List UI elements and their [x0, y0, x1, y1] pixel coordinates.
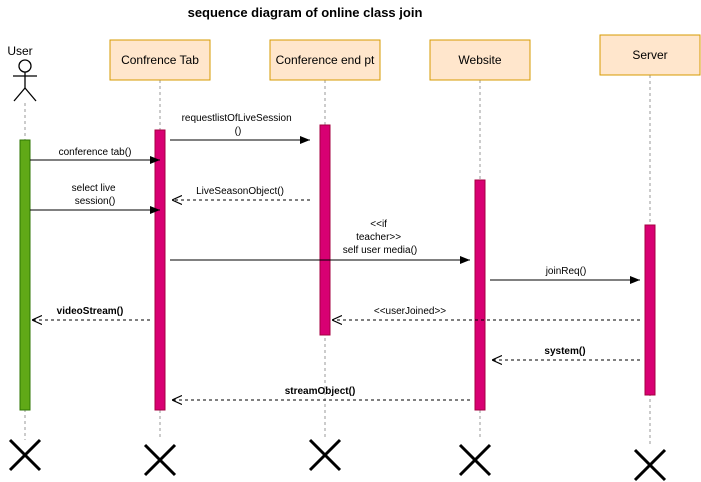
- participant-tab-label: Confrence Tab: [121, 53, 199, 67]
- activation-endpoint: [319, 124, 331, 336]
- participant-tab: Confrence Tab: [109, 39, 211, 81]
- destroy-marks: [8, 438, 667, 482]
- message-self-user-media: <<if teacher>> self user media(): [170, 219, 470, 264]
- participant-endpoint-label: Conference end pt: [276, 53, 375, 67]
- participant-website: Website: [429, 39, 531, 81]
- participant-website-label: Website: [458, 53, 501, 67]
- activation-tab: [154, 129, 166, 411]
- destroy-x-icon: [633, 448, 667, 482]
- message-label: <<if teacher>> self user media(): [343, 219, 417, 256]
- message-live-season-object: LiveSeasonObject(): [172, 186, 310, 200]
- participant-server-label: Server: [632, 48, 667, 62]
- message-request-list: requestlistOfLiveSession (): [170, 113, 310, 144]
- message-label: requestlistOfLiveSession (): [182, 113, 295, 137]
- message-label: streamObject(): [285, 386, 356, 397]
- actor-user-label: User: [7, 44, 32, 58]
- message-join-req: joinReq(): [490, 266, 640, 284]
- message-label: videoStream(): [57, 306, 124, 317]
- activation-website: [474, 179, 486, 411]
- message-video-stream: videoStream(): [32, 306, 150, 320]
- activation-user: [19, 139, 31, 411]
- message-label: joinReq(): [545, 266, 587, 277]
- message-conference-tab: conference tab(): [30, 147, 160, 164]
- message-user-joined: <<userJoined>>: [332, 306, 640, 320]
- participant-server: Server: [599, 34, 701, 76]
- actor-user: User: [7, 44, 37, 102]
- message-label: select live session(): [72, 183, 119, 207]
- message-label: conference tab(): [59, 147, 132, 158]
- destroy-x-icon: [143, 443, 177, 477]
- diagram-title: sequence diagram of online class join: [188, 5, 423, 20]
- destroy-x-icon: [458, 443, 492, 477]
- message-label: <<userJoined>>: [374, 306, 446, 317]
- destroy-x-icon: [8, 438, 42, 472]
- stick-figure-icon: [13, 59, 37, 102]
- destroy-x-icon: [308, 438, 342, 472]
- message-select-live-session: select live session(): [30, 183, 160, 214]
- message-system: system(): [492, 346, 640, 360]
- message-label: LiveSeasonObject(): [196, 186, 284, 197]
- participant-endpoint: Conference end pt: [269, 39, 381, 81]
- activation-server: [644, 224, 656, 396]
- message-label: system(): [544, 346, 585, 357]
- message-stream-object: streamObject(): [172, 386, 470, 400]
